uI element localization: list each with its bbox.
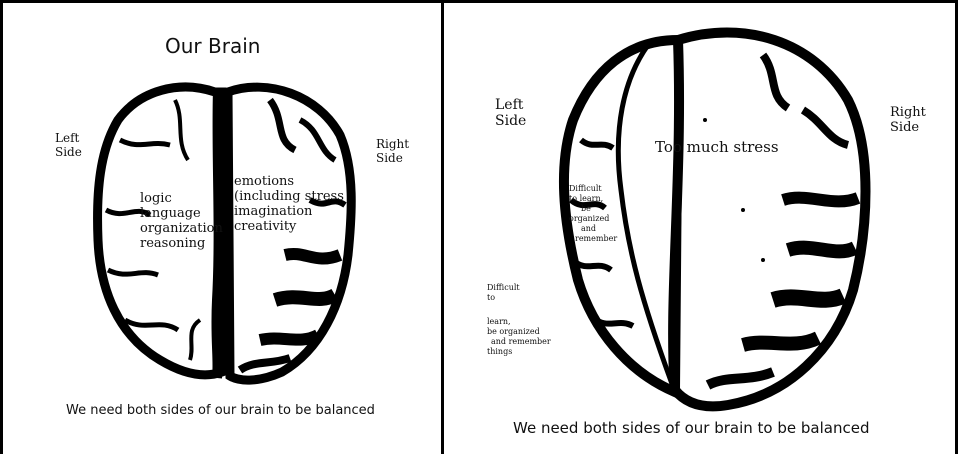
right-hemisphere-list: emotions (including stress imagination c… bbox=[234, 175, 344, 235]
list-item: logic bbox=[140, 192, 223, 207]
inner-note: Difficult to learn, be organized and rem… bbox=[569, 184, 617, 244]
list-item: organization bbox=[140, 222, 223, 237]
right-side-label: Right Side bbox=[890, 106, 926, 136]
balanced-brain-panel: Our Brain Left Side bbox=[0, 0, 443, 454]
frame-top-border bbox=[0, 0, 958, 3]
right-side-label: Right Side bbox=[376, 138, 409, 166]
stressed-brain-panel: Left Side Right Side Too much stress Dif… bbox=[443, 0, 958, 454]
list-item: emotions bbox=[234, 175, 344, 190]
caption: We need both sides of our brain to be ba… bbox=[66, 404, 375, 419]
stress-label: Too much stress bbox=[655, 139, 779, 156]
frame-left-border bbox=[0, 0, 3, 454]
list-item: reasoning bbox=[140, 237, 223, 252]
list-item: creativity bbox=[234, 220, 344, 235]
outer-note: Difficult to learn, be organized and rem… bbox=[487, 283, 551, 357]
list-item: imagination bbox=[234, 205, 344, 220]
stressed-brain-illustration bbox=[443, 0, 958, 454]
left-side-label: Left Side bbox=[495, 97, 526, 129]
list-item: (including stress bbox=[234, 190, 344, 205]
left-hemisphere-list: logic language organization reasoning bbox=[140, 192, 223, 252]
left-side-label: Left Side bbox=[55, 132, 82, 160]
panel-divider bbox=[441, 0, 444, 454]
list-item: language bbox=[140, 207, 223, 222]
caption: We need both sides of our brain to be ba… bbox=[513, 420, 869, 437]
